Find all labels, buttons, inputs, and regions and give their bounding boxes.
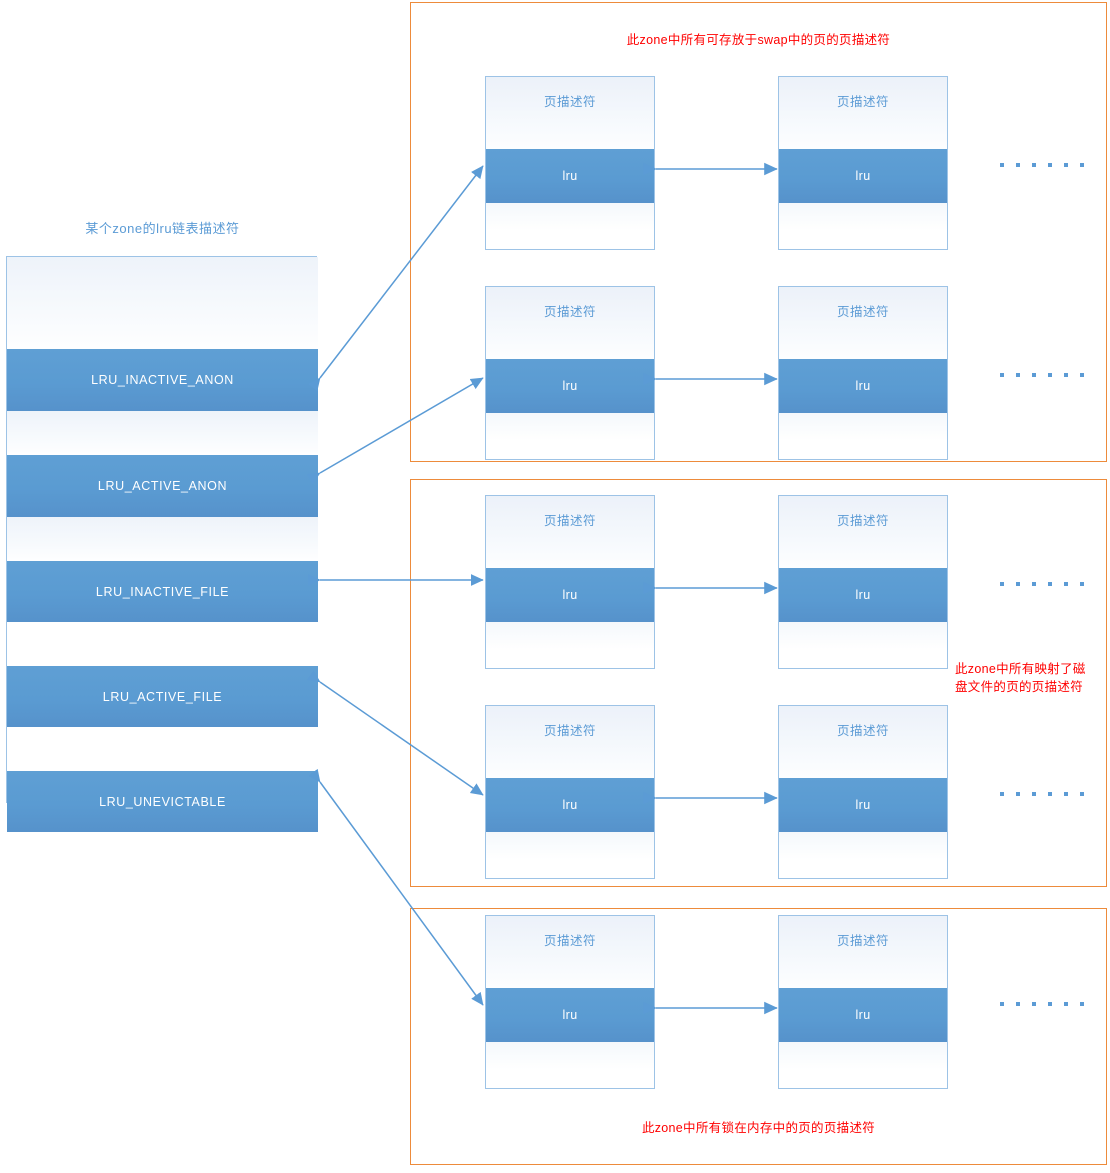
lru-descriptor-table: LRU_INACTIVE_ANON LRU_ACTIVE_ANON LRU_IN… [6,256,318,832]
lru-row-empty-1 [7,411,318,455]
group-caption-swap: 此zone中所有可存放于swap中的页的页描述符 [626,33,891,47]
page-descriptor-header: 页描述符 [779,496,947,568]
ellipsis-dots-swap-r2 [1000,373,1084,377]
lru-row-empty-3 [7,622,318,666]
page-descriptor-header: 页描述符 [486,77,654,149]
ellipsis-dots-swap-r1 [1000,163,1084,167]
page-descriptor-file-r1-right[interactable]: 页描述符 lru [778,495,948,669]
page-descriptor-body [779,832,947,878]
group-caption-file: 此zone中所有映射了磁 盘文件的页的页描述符 [955,660,1105,696]
page-descriptor-header: 页描述符 [486,496,654,568]
page-descriptor-swap-r1-left[interactable]: 页描述符 lru [485,76,655,250]
page-descriptor-header: 页描述符 [779,77,947,149]
lru-row-unevictable[interactable]: LRU_UNEVICTABLE [7,771,318,832]
lru-field[interactable]: lru [486,778,654,832]
group-caption-file-line2: 盘文件的页的页描述符 [955,680,1084,694]
page-descriptor-header: 页描述符 [779,706,947,778]
lru-row-empty-0 [7,257,318,349]
lru-row-inactive-anon[interactable]: LRU_INACTIVE_ANON [7,349,318,411]
page-descriptor-body [486,203,654,249]
page-descriptor-file-r1-left[interactable]: 页描述符 lru [485,495,655,669]
page-descriptor-body [486,622,654,668]
lru-field[interactable]: lru [779,988,947,1042]
lru-field[interactable]: lru [486,359,654,413]
page-descriptor-swap-r2-right[interactable]: 页描述符 lru [778,286,948,460]
ellipsis-dots-file-r2 [1000,792,1084,796]
lru-row-inactive-file[interactable]: LRU_INACTIVE_FILE [7,561,318,622]
group-box-unevictable [410,908,1107,1165]
ellipsis-dots-unevictable-r1 [1000,1002,1084,1006]
page-descriptor-header: 页描述符 [779,287,947,359]
lru-field[interactable]: lru [779,568,947,622]
page-descriptor-header: 页描述符 [486,916,654,988]
lru-row-active-anon[interactable]: LRU_ACTIVE_ANON [7,455,318,517]
lru-field[interactable]: lru [486,149,654,203]
left-panel-title: 某个zone的lru链表描述符 [85,221,240,236]
page-descriptor-body [779,413,947,459]
lru-row-empty-4 [7,727,318,771]
page-descriptor-unevictable-r1-right[interactable]: 页描述符 lru [778,915,948,1089]
page-descriptor-swap-r1-right[interactable]: 页描述符 lru [778,76,948,250]
lru-row-empty-2 [7,517,318,561]
page-descriptor-body [779,622,947,668]
lru-field[interactable]: lru [486,988,654,1042]
ellipsis-dots-file-r1 [1000,582,1084,586]
page-descriptor-header: 页描述符 [486,287,654,359]
page-descriptor-body [486,413,654,459]
page-descriptor-swap-r2-left[interactable]: 页描述符 lru [485,286,655,460]
page-descriptor-file-r2-left[interactable]: 页描述符 lru [485,705,655,879]
page-descriptor-body [486,832,654,878]
group-caption-file-line1: 此zone中所有映射了磁 [955,662,1086,676]
group-caption-unevictable: 此zone中所有锁在内存中的页的页描述符 [641,1121,876,1135]
page-descriptor-header: 页描述符 [779,916,947,988]
page-descriptor-file-r2-right[interactable]: 页描述符 lru [778,705,948,879]
lru-field[interactable]: lru [779,778,947,832]
lru-field[interactable]: lru [486,568,654,622]
page-descriptor-body [779,203,947,249]
lru-field[interactable]: lru [779,149,947,203]
page-descriptor-header: 页描述符 [486,706,654,778]
lru-field[interactable]: lru [779,359,947,413]
page-descriptor-body [486,1042,654,1088]
lru-row-active-file[interactable]: LRU_ACTIVE_FILE [7,666,318,727]
page-descriptor-body [779,1042,947,1088]
page-descriptor-unevictable-r1-left[interactable]: 页描述符 lru [485,915,655,1089]
